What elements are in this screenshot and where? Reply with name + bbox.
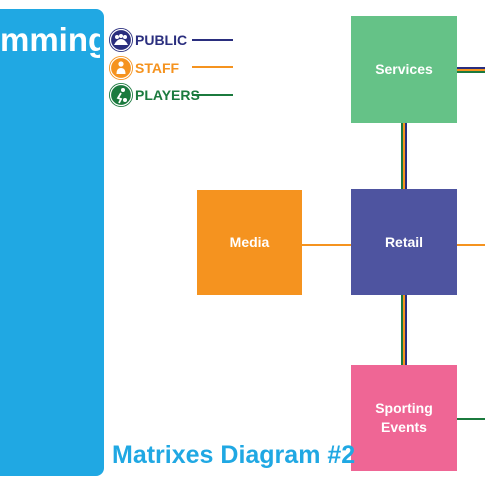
legend-label-public: PUBLIC — [135, 32, 188, 48]
diagram-caption: Matrixes Diagram #2 — [112, 441, 356, 469]
connector-services-right-staff — [457, 69, 485, 71]
node-services: Services — [351, 16, 457, 123]
players-icon — [109, 83, 133, 107]
node-sporting-events-label: Sporting Events — [375, 400, 433, 435]
legend-label-staff: STAFF — [135, 60, 180, 76]
node-retail-label: Retail — [384, 233, 424, 250]
connector-services-right-players — [457, 71, 485, 73]
legend-line-players — [192, 94, 233, 96]
node-retail: Retail — [351, 189, 457, 295]
connector-retail-right — [457, 244, 485, 246]
node-services-label: Services — [375, 61, 433, 77]
connector-retail-sporting-staff — [403, 295, 405, 365]
connector-services-right-public — [457, 67, 485, 69]
node-media: Media — [197, 190, 302, 295]
connector-services-retail-public — [405, 123, 407, 189]
legend-line-public — [192, 39, 233, 41]
public-group-icon — [109, 28, 133, 52]
connector-sporting-right — [457, 418, 485, 420]
panel-title: mming — [0, 21, 100, 58]
connector-services-retail-players — [401, 123, 403, 189]
node-media-label: Media — [229, 234, 270, 250]
legend-line-staff — [192, 66, 233, 68]
side-panel — [0, 9, 104, 476]
connector-retail-sporting-public — [405, 295, 407, 365]
connector-media-retail — [302, 244, 351, 246]
legend-label-players: PLAYERS — [135, 87, 200, 103]
node-sporting-events: Sporting Events — [351, 365, 457, 471]
staff-icon — [109, 56, 133, 80]
connector-retail-sporting-players — [401, 295, 403, 365]
connector-services-retail-staff — [403, 123, 405, 189]
